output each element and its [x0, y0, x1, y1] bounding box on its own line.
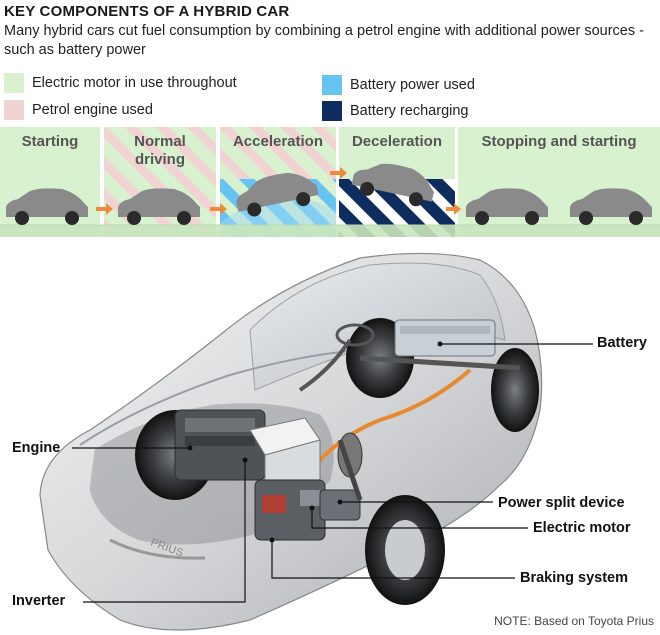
- legend-swatch-blue: [322, 75, 342, 95]
- stage-label: Stopping and starting: [458, 133, 660, 151]
- legend-petrol-engine: Petrol engine used: [4, 100, 153, 120]
- wheel-rear-right: [491, 348, 539, 432]
- legend-label: Battery recharging: [350, 103, 468, 119]
- stage-label: Normal driving: [125, 133, 195, 169]
- legend-label: Petrol engine used: [32, 102, 153, 118]
- legend-label: Electric motor in use throughout: [32, 75, 237, 91]
- page-subtitle: Many hybrid cars cut fuel consumption by…: [4, 22, 644, 60]
- stage-acceleration: Acceleration: [220, 127, 336, 237]
- label-inverter: Inverter: [12, 593, 65, 609]
- stage-label: Acceleration: [220, 133, 336, 151]
- stage-starting: Starting: [0, 127, 100, 237]
- stage-deceleration: Deceleration: [339, 127, 455, 237]
- label-engine: Engine: [12, 440, 60, 456]
- legend-swatch-green: [4, 73, 24, 93]
- legend-swatch-navy: [322, 101, 342, 121]
- legend-battery-used: Battery power used: [322, 75, 475, 95]
- legend-electric-motor: Electric motor in use throughout: [4, 73, 237, 93]
- label-battery: Battery: [597, 335, 647, 351]
- battery-pack: [395, 320, 495, 356]
- stage-label: Starting: [0, 133, 100, 151]
- note-text: NOTE: Based on Toyota Prius: [494, 614, 654, 628]
- legend-swatch-pink: [4, 100, 24, 120]
- stage-label: Deceleration: [339, 133, 455, 151]
- driving-stages-strip: Starting Normal driving Acceleration Dec…: [0, 127, 660, 237]
- legend-label: Battery power used: [350, 77, 475, 93]
- page-title: KEY COMPONENTS OF A HYBRID CAR: [4, 3, 289, 20]
- label-braking-system: Braking system: [520, 570, 628, 586]
- power-split-device: [320, 490, 360, 520]
- stage-stopping-starting: Stopping and starting: [458, 127, 660, 237]
- legend-battery-recharging: Battery recharging: [322, 101, 468, 121]
- stage-normal-driving: Normal driving: [104, 127, 216, 237]
- label-electric-motor: Electric motor: [533, 520, 631, 536]
- label-power-split-device: Power split device: [498, 495, 625, 511]
